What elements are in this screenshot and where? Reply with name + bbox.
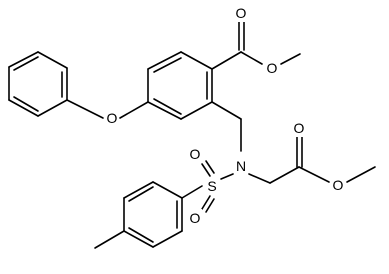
sulfonamide-nitrogen-label: N xyxy=(236,158,246,174)
bonds xyxy=(8,20,376,249)
sulfonyl-sulfur-label: S xyxy=(207,178,216,194)
ester2-ether-oxygen-label: O xyxy=(333,177,344,193)
ester1-carbonyl-oxygen-label: O xyxy=(236,5,247,21)
sulfonyl-oxygen-top-label: O xyxy=(190,146,201,162)
ester2-carbonyl-oxygen-label: O xyxy=(294,120,305,136)
ester1-ether-oxygen-label: O xyxy=(267,60,278,76)
phenoxy-oxygen-label: O xyxy=(107,110,118,126)
atom-labels: O O O N S O O O O xyxy=(105,4,346,227)
sulfonyl-oxygen-bottom-label: O xyxy=(190,210,201,226)
